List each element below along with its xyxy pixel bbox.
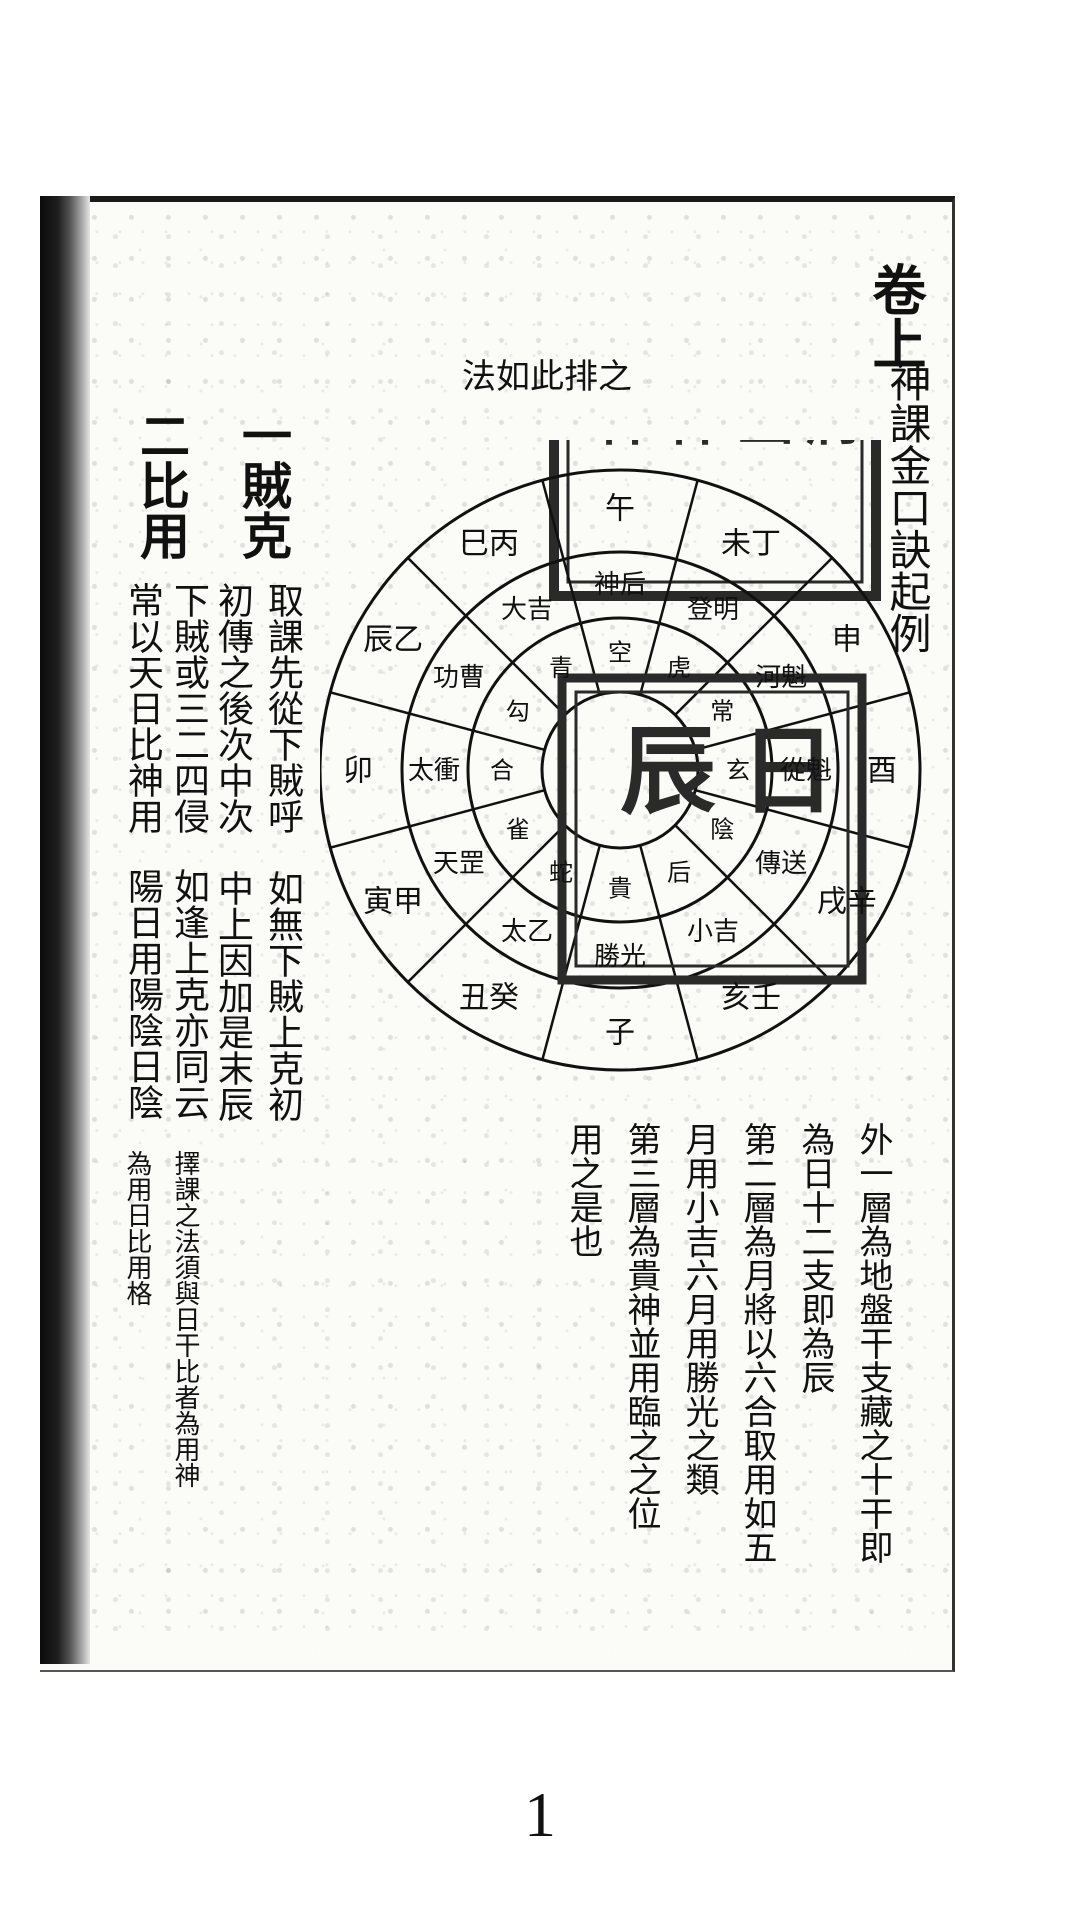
center-seal-stamp: 日辰 <box>557 673 867 985</box>
middle-ring-label-12: 小吉 <box>687 917 739 947</box>
board-spoke-11 <box>674 556 834 716</box>
board-spoke-10 <box>638 479 699 695</box>
middle-ring-label-11: 傳送 <box>755 849 807 879</box>
section-2-line-4: 陽日用陽陰日陰 <box>122 868 163 1120</box>
section-1-line-1: 取課先從下賊呼 <box>262 582 303 834</box>
upper-seal-stamp: 月將吉凶貴神合神 <box>549 440 881 601</box>
outer-ring-label-7: 午 <box>605 492 635 527</box>
inner-ring-label-7: 空 <box>608 638 632 666</box>
outer-ring-label-3: 寅甲 <box>363 885 423 920</box>
volume-mark: 卷上 <box>863 262 927 370</box>
middle-ring-label-5: 功曹 <box>433 663 485 693</box>
board-spoke-8 <box>406 556 566 716</box>
upper-seal-column-1: 月將 <box>796 440 864 446</box>
center-seal-text: 日辰 <box>604 720 837 816</box>
outer-ring-label-10: 酉 <box>867 754 897 789</box>
section-1-line-3: 初傳之後次中次 <box>212 582 253 834</box>
board-spoke-4 <box>541 845 602 1061</box>
inner-ring-label-5: 勾 <box>506 697 530 725</box>
outer-ring-label-6: 巳丙 <box>459 527 519 562</box>
page-leaf <box>40 196 955 1672</box>
middle-ring-label-6: 大吉 <box>501 595 553 625</box>
center-seal-column-1: 日 <box>724 720 837 816</box>
rule-note: 法如此排之 <box>462 357 632 397</box>
board-spokes <box>329 479 911 1061</box>
outer-ring-label-11: 戌辛 <box>817 885 877 920</box>
outer-ring-label-12: 亥壬 <box>721 980 781 1015</box>
middle-ring-label-9: 河魁 <box>755 663 807 693</box>
section-2-line-2: 如逢上克亦同云 <box>168 868 209 1120</box>
section-1-line-2: 如無下賊上克初 <box>262 870 303 1122</box>
scan-noise <box>90 210 950 1650</box>
board-rings <box>320 468 922 1072</box>
upper-seal-text: 月將吉凶貴神合神 <box>586 440 864 446</box>
section-2-note-2: 為用日比用格 <box>122 1150 152 1306</box>
middle-ring-label-10: 從魁 <box>780 756 832 786</box>
board-spoke-5 <box>406 824 566 984</box>
middle-ring-label-2: 太乙 <box>501 917 553 947</box>
board-spoke-9 <box>541 479 602 695</box>
section-2-note-1: 擇課之法須與日干比者為用神 <box>170 1150 200 1488</box>
section-2-line-1: 下賊或三二四侵 <box>168 582 209 834</box>
inner-ring-label-6: 青 <box>549 654 573 682</box>
upper-seal-column-3: 貴神 <box>656 440 724 446</box>
board-spoke-2 <box>674 824 834 984</box>
middle-ring-label-1: 勝光 <box>594 942 646 972</box>
page-number: 1 <box>524 1779 556 1850</box>
middle-ring-label-4: 太衝 <box>408 756 460 786</box>
board-spoke-1 <box>695 788 911 849</box>
outer-ring-label-9: 申 <box>832 623 862 658</box>
section-1-line-4: 中上因加是末辰 <box>212 870 253 1122</box>
section-heading-1: 一賊克 <box>234 410 293 560</box>
section-2-line-3: 常以天日比神用 <box>122 582 163 834</box>
explanation-line-2: 為日十二支即為辰 <box>795 1122 835 1394</box>
middle-ring-label-3: 天罡 <box>433 849 485 879</box>
explanation-line-1: 外一層為地盤干支藏之十干即 <box>853 1122 893 1564</box>
book-spine-shadow <box>40 196 90 1664</box>
outer-ring-label-8: 未丁 <box>721 527 781 562</box>
upper-seal-column-4: 合神 <box>586 440 654 446</box>
inner-ring-label-12: 后 <box>667 859 691 887</box>
book-title: 神課金口訣起例 <box>883 360 932 654</box>
outer-ring-label-4: 卯 <box>343 754 373 789</box>
inner-ring-label-3: 雀 <box>506 815 530 843</box>
center-seal-column-2: 辰 <box>604 720 717 816</box>
inner-ring-label-4: 合 <box>490 756 514 784</box>
board-spoke-7 <box>329 691 545 752</box>
explanation-line-4: 月用小吉六月用勝光之類 <box>679 1122 719 1496</box>
explanation-line-5: 第三層為貴神並用臨之之位 <box>621 1122 661 1530</box>
inner-ring-label-1: 貴 <box>608 874 632 902</box>
inner-ring-label-2: 蛇 <box>549 859 573 887</box>
outer-ring-label-5: 辰乙 <box>363 623 423 658</box>
inner-ring-label-10: 玄 <box>726 756 750 784</box>
section-heading-2: 二比用 <box>132 410 191 560</box>
board-spoke-6 <box>329 788 545 849</box>
outer-ring-label-2: 丑癸 <box>459 980 519 1015</box>
inner-ring-label-8: 虎 <box>667 654 691 682</box>
upper-seal-column-2: 吉凶 <box>726 440 794 446</box>
middle-ring-label-7: 神后 <box>594 570 646 600</box>
outer-ring-label-1: 子 <box>605 1016 635 1051</box>
middle-ring-label-8: 登明 <box>687 595 739 625</box>
explanation-line-3: 第二層為月將以六合取用如五 <box>737 1122 777 1564</box>
explanation-line-6: 用之是也 <box>563 1122 603 1258</box>
board-spoke-3 <box>638 845 699 1061</box>
board-spoke-12 <box>695 691 911 752</box>
inner-ring-label-9: 常 <box>710 697 734 725</box>
inner-ring-label-11: 陰 <box>710 815 734 843</box>
